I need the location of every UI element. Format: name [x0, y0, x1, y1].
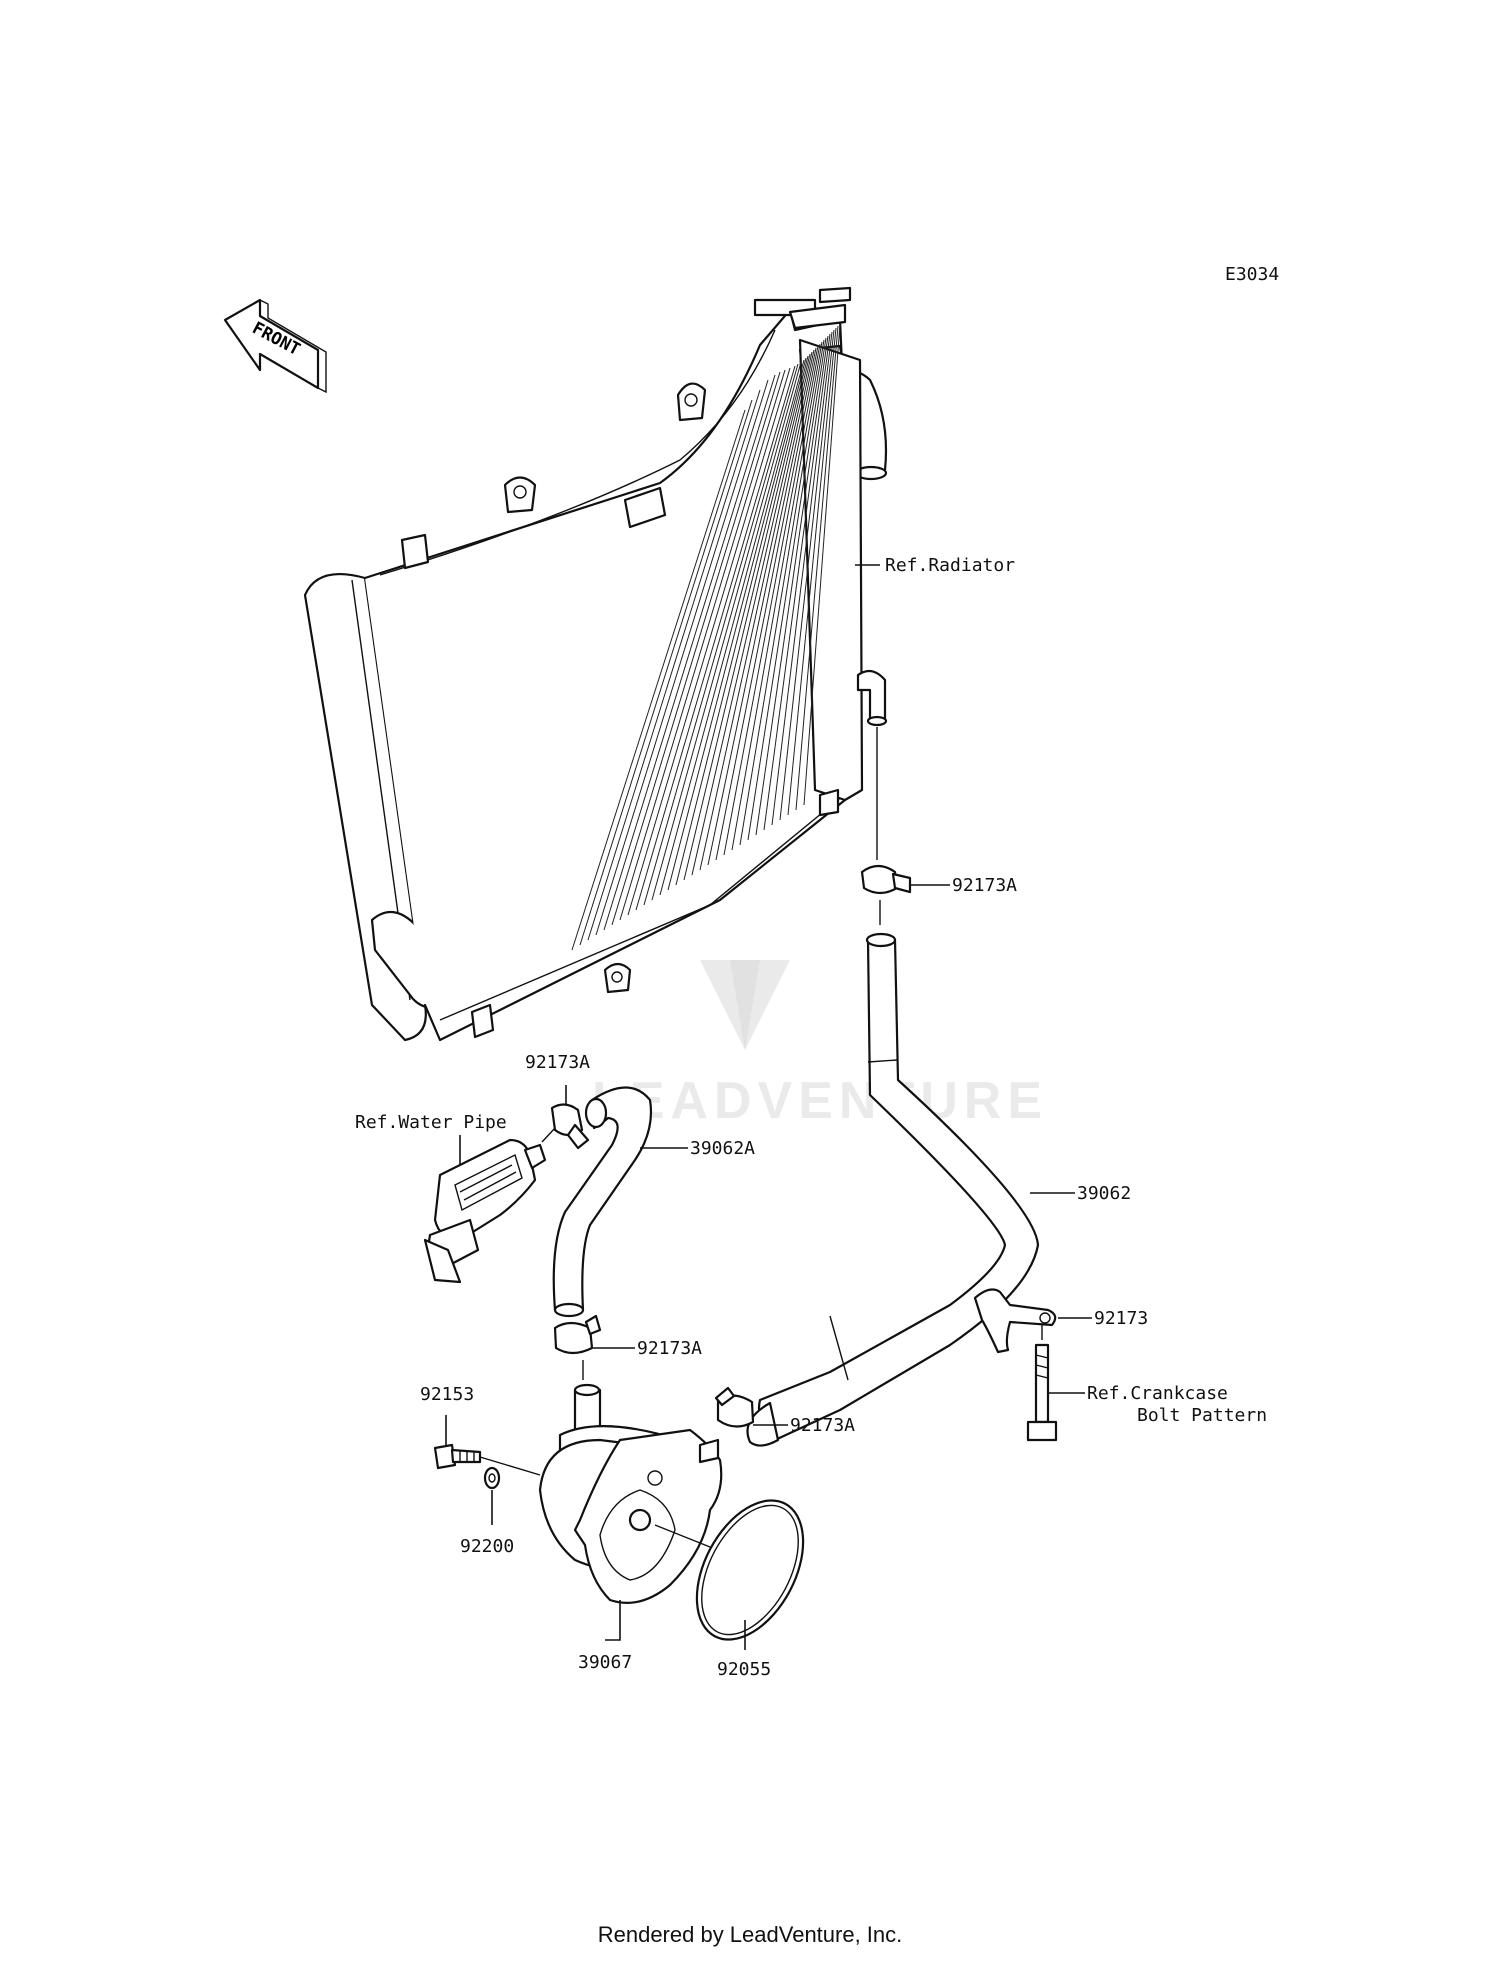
hose-small-label: 39062A [690, 1138, 755, 1159]
o-ring-label: 92055 [717, 1659, 771, 1680]
washer-label: 92200 [460, 1536, 514, 1557]
bolt-label: 92153 [420, 1384, 474, 1405]
front-arrow-icon: FRONT [223, 298, 327, 394]
watermark-text: LEADVENTURE [592, 1072, 1048, 1130]
clamp-92173A-upper-right [860, 864, 912, 895]
clamp-bracket-label: 92173 [1094, 1308, 1148, 1329]
radiator-fins [571, 323, 841, 951]
clamp-92173A-top-mid [550, 1103, 590, 1150]
washer-92200 [483, 1466, 501, 1490]
oil-cooler-label: 39067 [578, 1652, 632, 1673]
ref-radiator-label: Ref.Radiator [885, 555, 1015, 576]
hose-large-label: 39062 [1077, 1183, 1131, 1204]
bracket-clamp-92173 [973, 1288, 1057, 1354]
diagram-code: E3034 [1225, 264, 1279, 285]
crankcase-bolt [1026, 1343, 1058, 1442]
clamp-92173A-lower-right [714, 1386, 755, 1428]
footer-credit: Rendered by LeadVenture, Inc. [597, 1922, 903, 1947]
o-ring [695, 1499, 805, 1641]
clamp-top-mid-label: 92173A [525, 1052, 590, 1073]
o-ring-inner [701, 1504, 799, 1636]
clamp-lower-right-label: 92173A [790, 1415, 855, 1436]
radiator [303, 286, 888, 1042]
ref-crankcase-label-line2: Bolt Pattern [1137, 1405, 1267, 1426]
ref-water-pipe-label: Ref.Water Pipe [355, 1112, 507, 1133]
water-pipe [423, 1138, 547, 1284]
bolt-92153 [433, 1443, 482, 1470]
clamp-upper-right-label: 92173A [952, 875, 1017, 896]
clamp-mid-left-label: 92173A [637, 1338, 702, 1359]
ref-crankcase-label-line1: Ref.Crankcase [1087, 1383, 1228, 1404]
hose-39062A [552, 1086, 653, 1318]
hose-39062 [746, 932, 1040, 1447]
oil-cooler [538, 1383, 723, 1604]
leadventure-watermark: LEADVENTURE [592, 960, 1048, 1130]
